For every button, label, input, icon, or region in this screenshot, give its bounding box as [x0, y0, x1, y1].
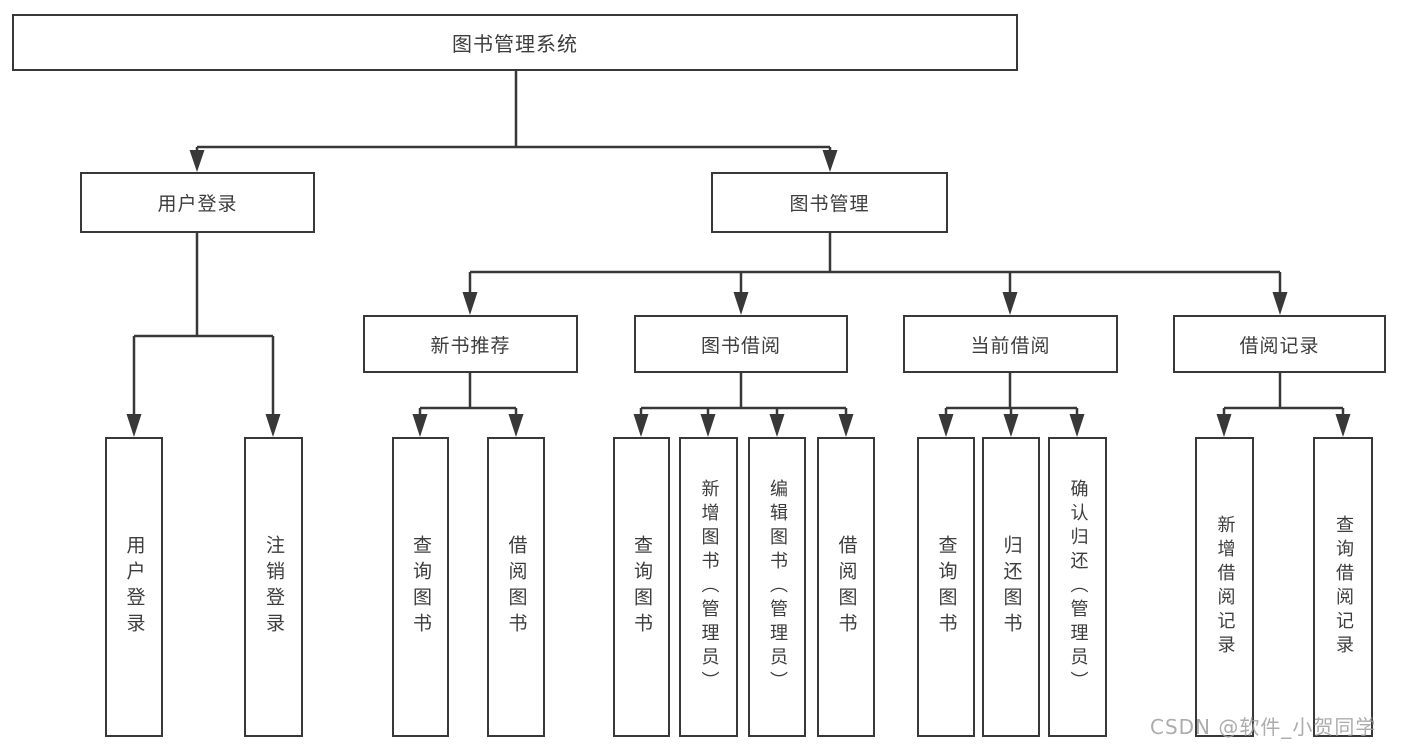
node-leaf-confirm-return-admin: 确认归还（管理员）	[1048, 437, 1107, 737]
node-new-book-recommend: 新书推荐	[363, 315, 578, 373]
node-leaf-logout: 注销登录	[244, 437, 303, 737]
node-leaf-add-books-admin: 新增图书（管理员）	[679, 437, 738, 737]
node-borrowing-records: 借阅记录	[1173, 315, 1386, 373]
node-leaf-borrow-books-borrowing: 借阅图书	[817, 437, 875, 737]
node-leaf-edit-books-admin: 编辑图书（管理员）	[748, 437, 806, 737]
node-leaf-return-books: 归还图书	[982, 437, 1040, 737]
node-book-management: 图书管理	[711, 172, 948, 233]
node-leaf-query-books-current: 查询图书	[917, 437, 975, 737]
node-book-borrowing: 图书借阅	[634, 315, 848, 373]
node-library-management-system: 图书管理系统	[12, 14, 1018, 71]
csdn-watermark: CSDN @软件_小贺同学	[1150, 715, 1377, 739]
node-leaf-borrow-books-recommend: 借阅图书	[487, 437, 545, 737]
node-leaf-query-borrow-record: 查询借阅记录	[1313, 437, 1373, 737]
node-current-borrowing: 当前借阅	[903, 315, 1118, 373]
node-leaf-query-books-borrowing: 查询图书	[613, 437, 670, 737]
node-user-login: 用户登录	[80, 172, 315, 233]
node-leaf-user-login: 用户登录	[105, 437, 163, 737]
node-leaf-query-books-recommend: 查询图书	[392, 437, 449, 737]
node-leaf-add-borrow-record: 新增借阅记录	[1195, 437, 1254, 737]
